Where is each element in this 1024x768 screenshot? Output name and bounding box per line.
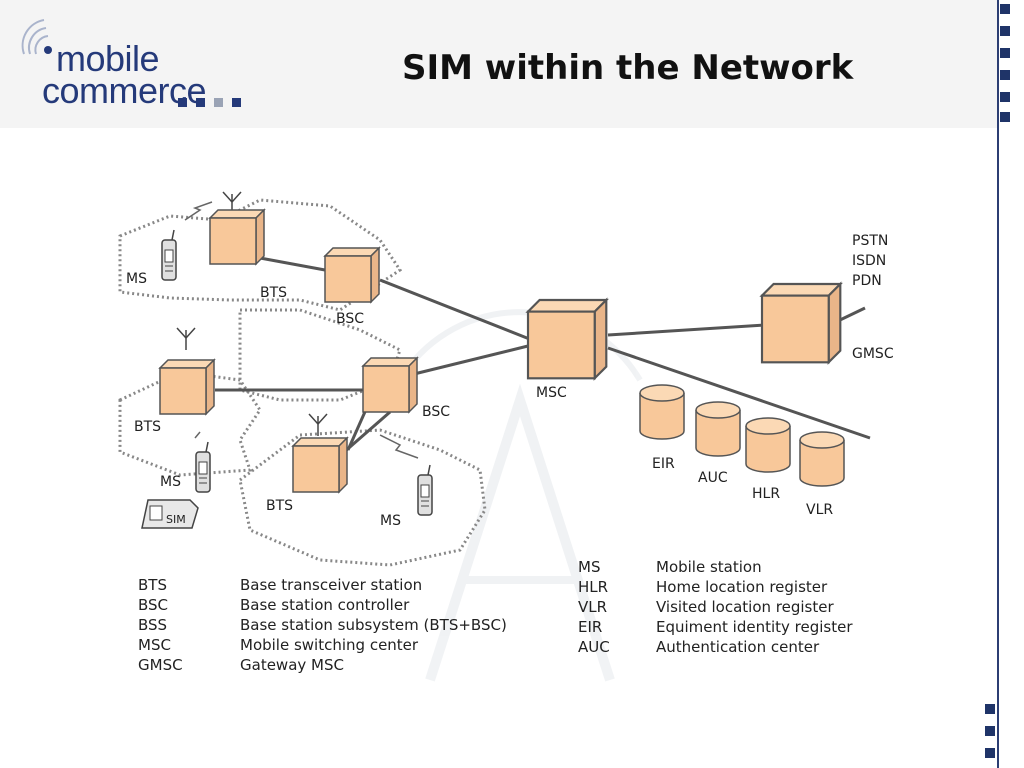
auc-database-icon (695, 401, 741, 457)
label-bsc-2: BSC (422, 404, 450, 420)
decor-square (1000, 4, 1010, 14)
decor-square (985, 726, 995, 736)
gsm-network-diagram: BTS BSC MS BTS BSC MS SIM BTS MS MSC GMS… (118, 191, 894, 682)
legend-desc: Authentication center (656, 638, 820, 656)
decor-square (1000, 48, 1010, 58)
vlr-database-icon (799, 431, 845, 487)
mobile-commerce-logo: mobile commerce (14, 14, 264, 114)
label-bsc-1: BSC (336, 311, 364, 327)
decor-square (1000, 112, 1010, 122)
label-pstn: PSTN (852, 233, 888, 249)
legend-desc: Gateway MSC (240, 656, 344, 674)
label-sim: SIM (166, 513, 186, 526)
label-auc: AUC (698, 470, 728, 486)
legend-desc: Base station subsystem (BTS+BSC) (240, 616, 507, 634)
label-bts-2: BTS (134, 419, 161, 435)
ms-3-phone-icon (417, 464, 433, 516)
legend-left: BTS Base transceiver station BSC Base st… (138, 576, 507, 674)
legend-abbr: VLR (578, 598, 607, 616)
watermark-tower-icon (397, 309, 643, 682)
legend-abbr: MS (578, 558, 600, 576)
legend-desc: Equiment identity register (656, 618, 853, 636)
label-ms-2: MS (160, 474, 181, 490)
label-vlr: VLR (806, 502, 833, 518)
label-eir: EIR (652, 456, 675, 472)
ms-1-phone-icon (161, 229, 177, 281)
label-bts-1: BTS (260, 285, 287, 301)
bts-1-box (209, 209, 265, 265)
header-band (0, 0, 998, 128)
legend-abbr: MSC (138, 636, 171, 654)
page-title: SIM within the Network (402, 48, 854, 88)
legend-desc: Mobile station (656, 558, 762, 576)
msc-box (526, 298, 608, 380)
bts-2-box (159, 359, 215, 415)
gmsc-box (760, 282, 842, 364)
sim-card-icon (141, 499, 199, 529)
radio-links (184, 201, 419, 459)
decor-square (1000, 26, 1010, 36)
eir-database-icon (639, 384, 685, 440)
label-ms-3: MS (380, 513, 401, 529)
legend-abbr: EIR (578, 618, 602, 636)
label-bts-3: BTS (266, 498, 293, 514)
legend-desc: Base station controller (240, 596, 410, 614)
legend-desc: Base transceiver station (240, 576, 422, 594)
decor-square (1000, 92, 1010, 102)
legend-right: MS Mobile station HLR Home location regi… (578, 558, 853, 656)
label-isdn: ISDN (852, 253, 886, 269)
legend-desc: Home location register (656, 578, 828, 596)
signal-waves-icon (21, 19, 241, 107)
bts-3-box (292, 437, 348, 493)
hlr-database-icon (745, 417, 791, 473)
legend-abbr: GMSC (138, 656, 183, 674)
legend-abbr: BTS (138, 576, 167, 594)
legend-desc: Mobile switching center (240, 636, 419, 654)
logo-text-mobile: mobile (56, 38, 160, 79)
ms-2-phone-icon (195, 441, 211, 493)
label-gmsc: GMSC (852, 346, 894, 362)
legend-abbr: BSC (138, 596, 168, 614)
logo-text-commerce: commerce (42, 70, 207, 111)
decor-square (1000, 70, 1010, 80)
label-msc: MSC (536, 385, 567, 401)
bsc-2-box (362, 357, 418, 413)
legend-abbr: HLR (578, 578, 608, 596)
right-rule (997, 0, 999, 768)
label-ms-1: MS (126, 271, 147, 287)
links (215, 256, 871, 462)
legend-abbr: BSS (138, 616, 167, 634)
label-pdn: PDN (852, 273, 882, 289)
legend-abbr: AUC (578, 638, 610, 656)
bsc-1-box (324, 247, 380, 303)
decor-square (985, 748, 995, 758)
label-hlr: HLR (752, 486, 780, 502)
legend-desc: Visited location register (656, 598, 834, 616)
decor-square (985, 704, 995, 714)
